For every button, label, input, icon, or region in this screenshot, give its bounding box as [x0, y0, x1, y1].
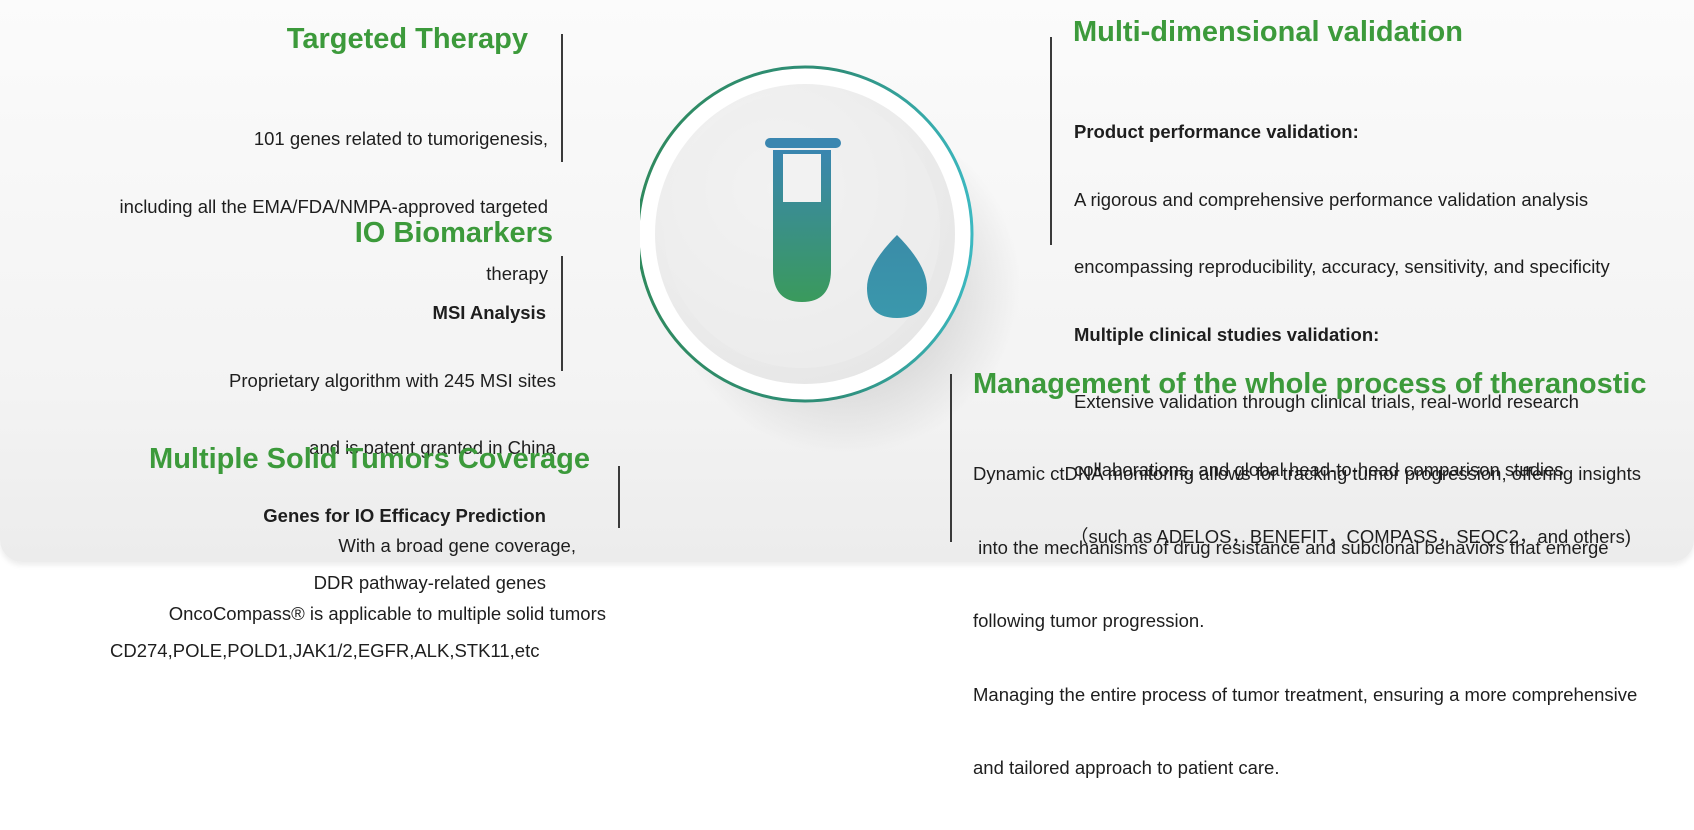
description-line: Proprietary algorithm with 245 MSI sites [229, 369, 556, 391]
solid-tumors-title: Multiple Solid Tumors Coverage [149, 443, 590, 475]
clinical-validation-heading: Multiple clinical studies validation: [1074, 323, 1380, 345]
droplet-icon [867, 235, 927, 318]
description-line: therapy [486, 263, 548, 284]
targeted-therapy-title: Targeted Therapy [286, 23, 528, 55]
description-line: and is patent granted in China [309, 437, 556, 458]
description-line: encompassing reproducibility, accuracy, … [1074, 256, 1610, 277]
targeted-therapy-description: 101 genes related to tumorigenesis, incl… [120, 83, 548, 331]
management-title: Management of the whole process of thera… [973, 368, 1647, 400]
description-line: and tailored approach to patient care. [973, 757, 1280, 778]
description-line: Managing the entire process of tumor tre… [973, 683, 1638, 705]
description-line: Dynamic ctDNA monitoring allows for trac… [973, 463, 1641, 484]
performance-validation-heading: Product performance validation: [1074, 121, 1359, 142]
description-line: 101 genes related to tumorigenesis, [253, 128, 548, 149]
description-line: A rigorous and comprehensive performance… [1074, 188, 1589, 210]
io-genes-heading: Genes for IO Efficacy Prediction [263, 504, 546, 526]
description-line: Extensive validation through clinical tr… [1074, 391, 1579, 412]
description-line: collaborations, and global head-to-head … [1074, 458, 1564, 480]
management-description: Dynamic ctDNA monitoring allows for trac… [973, 413, 1641, 830]
description-line: （such as ADELOS，BENEFIT，COMPASS，SEQC2，an… [1070, 526, 1631, 547]
solid-tumors-description: With a broad gene coverage, OncoCompass®… [169, 490, 606, 670]
divider-line [561, 34, 563, 162]
validation-title: Multi-dimensional validation [1073, 16, 1463, 48]
description-line: into the mechanisms of drug resistance a… [973, 536, 1609, 558]
divider-line [950, 374, 952, 542]
validation-description: Product performance validation: A rigoro… [1070, 76, 1631, 594]
msi-analysis-heading: MSI Analysis [432, 302, 546, 323]
test-tube-icon [765, 138, 841, 302]
description-line: including all the EMA/FDA/NMPA-approved … [119, 195, 548, 217]
description-line: With a broad gene coverage, [338, 535, 576, 556]
divider-line [1050, 37, 1052, 245]
divider-line [618, 466, 620, 528]
divider-line [561, 256, 563, 371]
io-biomarkers-title: IO Biomarkers [354, 217, 553, 249]
description-line: OncoCompass® is applicable to multiple s… [168, 602, 606, 624]
test-tube-emblem [640, 65, 1020, 452]
description-line: following tumor progression. [973, 610, 1205, 631]
